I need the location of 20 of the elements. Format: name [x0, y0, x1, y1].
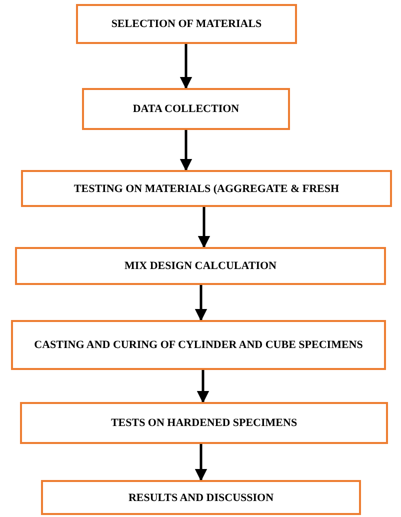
- process-box: [82, 88, 290, 130]
- process-box: [76, 4, 297, 44]
- process-box: [15, 247, 386, 285]
- step-label: RESULTS AND DISCUSSION: [128, 492, 274, 504]
- step-label: DATA COLLECTION: [132, 103, 240, 115]
- step-label: TESTS ON HARDENED SPECIMENS: [110, 417, 298, 429]
- arrow: [180, 44, 192, 90]
- step-label: CASTING AND CURING OF CYLINDER AND CUBE SPECIMENS: [34, 339, 363, 351]
- arrow: [196, 370, 210, 404]
- arrow: [194, 444, 208, 482]
- step-label: SELECTION OF MATERIALS: [111, 18, 262, 30]
- arrow: [180, 130, 192, 172]
- arrow: [194, 285, 208, 322]
- step-label: MIX DESIGN CALCULATION: [124, 260, 276, 272]
- process-box: [41, 480, 361, 515]
- step-label: TESTING ON MATERIALS (AGGREGATE & FRESH: [74, 182, 340, 194]
- process-box: [20, 402, 388, 444]
- process-box: [21, 170, 392, 207]
- arrow: [198, 207, 210, 248]
- process-box: [11, 320, 386, 370]
